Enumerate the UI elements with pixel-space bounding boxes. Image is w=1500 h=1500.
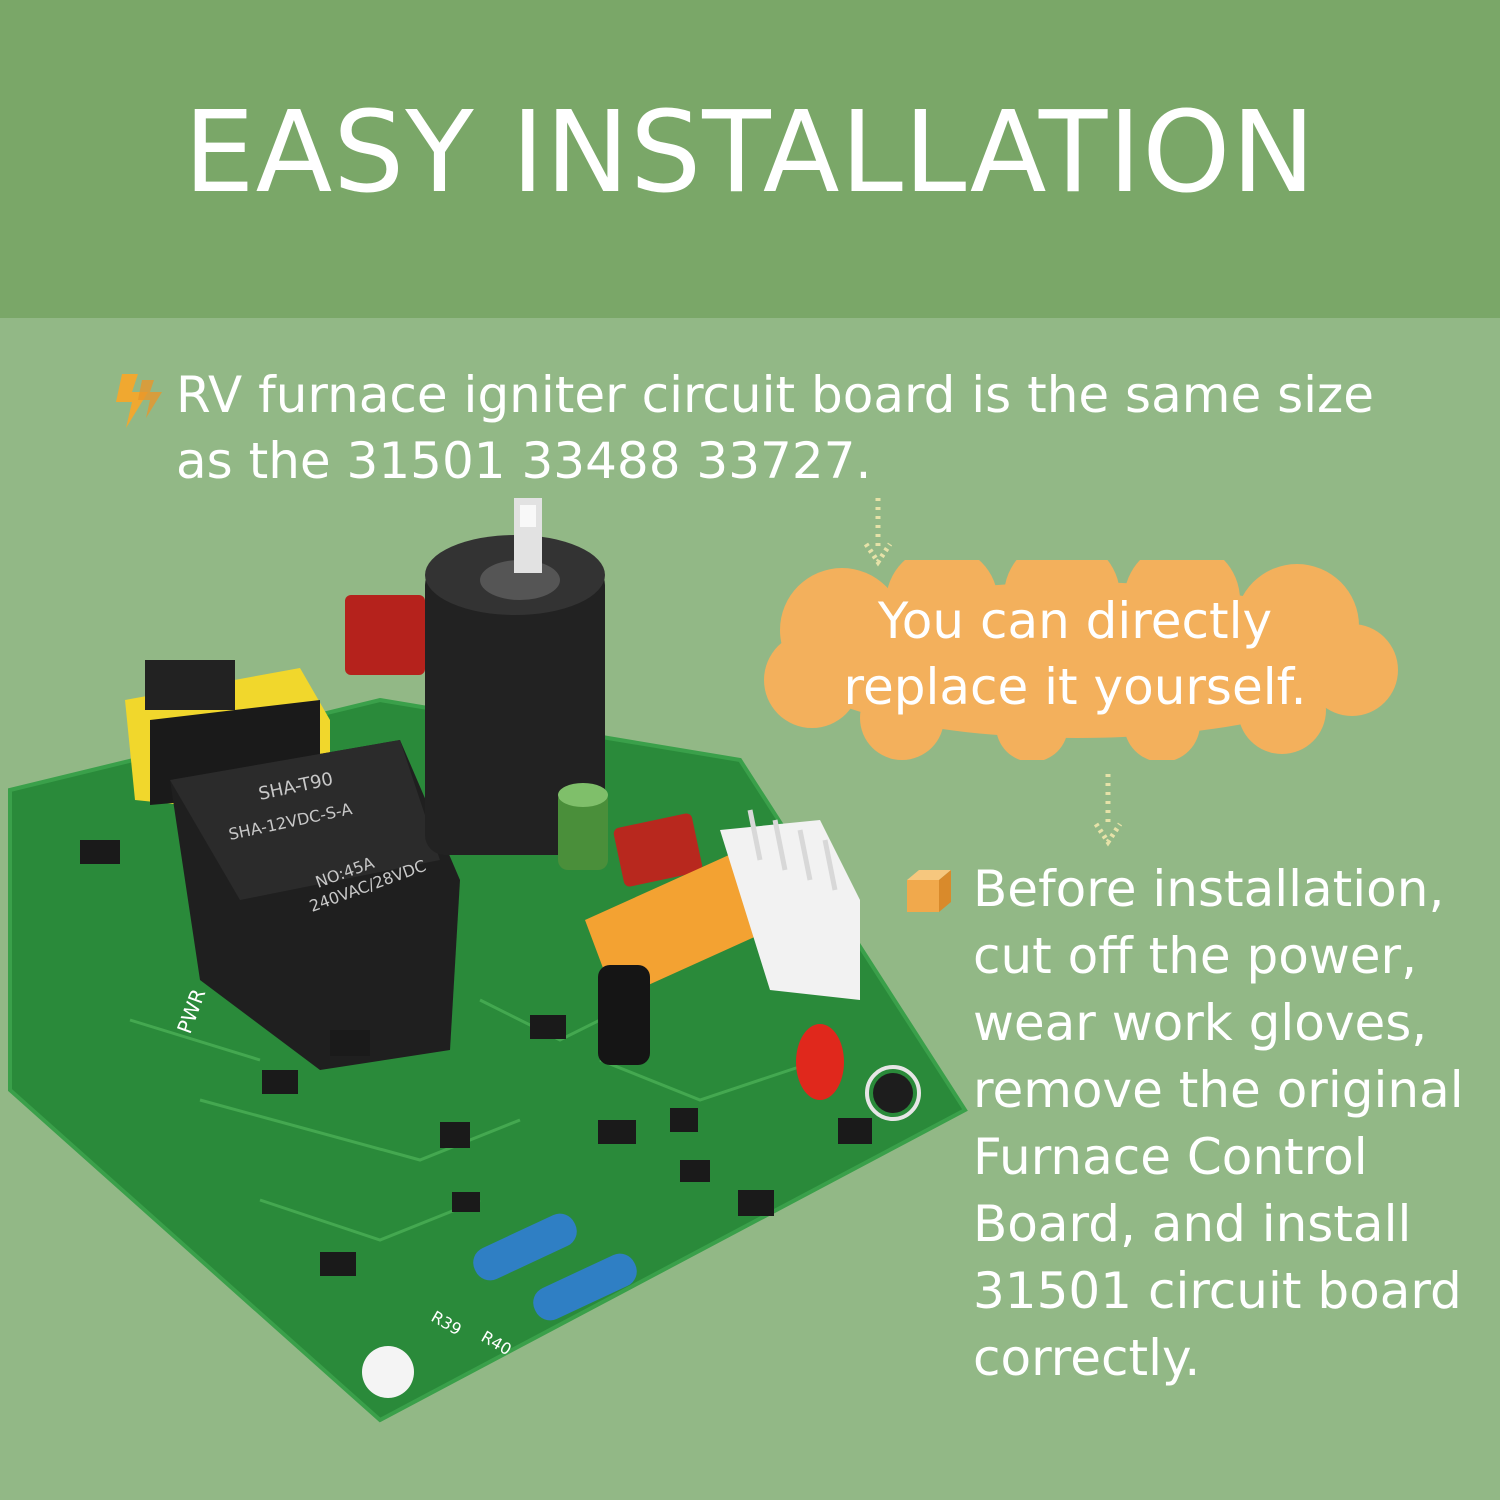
wire-connector <box>720 820 860 1000</box>
box-icon <box>907 870 951 912</box>
header-banner <box>0 0 1500 318</box>
film-capacitor <box>345 595 425 675</box>
resistor <box>473 1213 637 1321</box>
lightning-icon <box>116 374 162 428</box>
feature-size-text: RV furnace igniter circuit board is the … <box>176 366 1375 490</box>
callout-text: You can directly replace it yourself. <box>843 592 1307 716</box>
dotted-arrow-icon <box>1093 774 1123 847</box>
small-relay <box>585 850 770 1000</box>
dotted-arrow-icon <box>863 498 893 567</box>
circuit-board-image: SHA-T90 SHA-12VDC-S-A NO:45A 240VAC/28VD… <box>8 498 968 1423</box>
red-led <box>796 1024 844 1100</box>
page-title: EASY INSTALLATION <box>183 88 1317 218</box>
ignition-coil <box>425 565 605 855</box>
mounting-hole <box>362 1346 414 1398</box>
callout-cloud <box>764 560 1398 760</box>
installation-steps-text: Before installation, cut off the power, … <box>973 860 1464 1387</box>
